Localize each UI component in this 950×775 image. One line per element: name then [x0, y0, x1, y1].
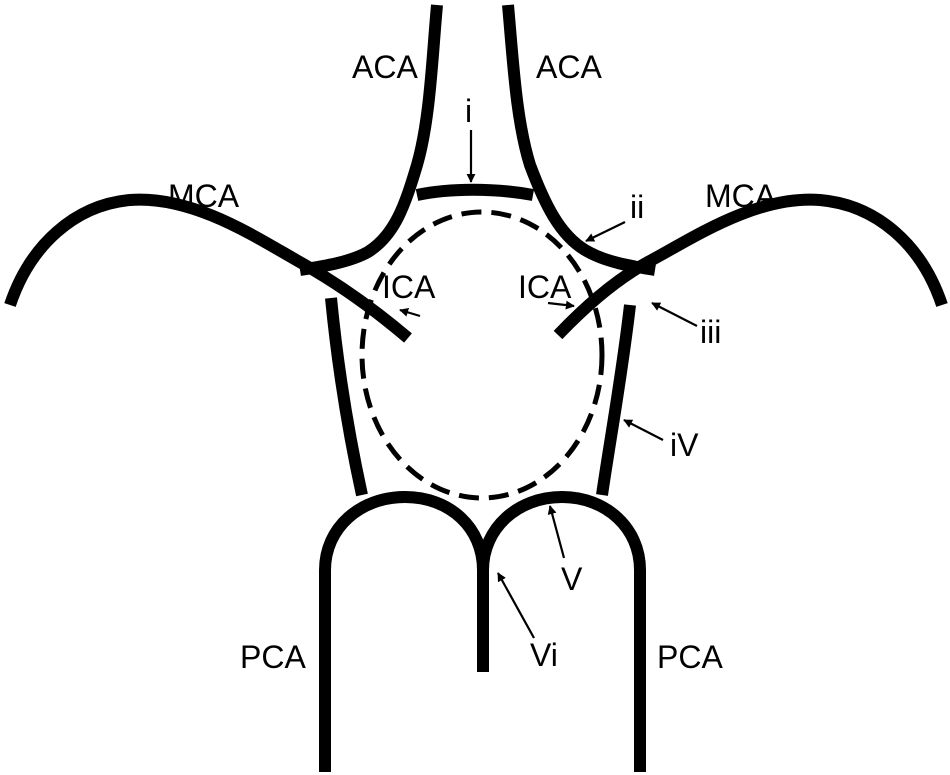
label-aca-right: ACA	[536, 49, 602, 85]
dashed-circle-outline	[359, 209, 605, 501]
label-vi: Vi	[530, 637, 558, 673]
right-pca-arch	[477, 491, 646, 772]
label-mca-left: MCA	[168, 178, 240, 214]
left-pca-arch	[319, 491, 489, 772]
left-aca-vessel	[299, 4, 443, 276]
right-posterior-communicating-artery	[596, 304, 636, 496]
label-iii: iii	[700, 314, 721, 350]
label-ica-left: ICA	[382, 269, 436, 305]
arrow-ii	[585, 221, 626, 242]
arrow-v	[547, 505, 566, 559]
label-pca-left: PCA	[240, 639, 306, 675]
arrow-ica-left	[399, 308, 421, 318]
label-mca-right: MCA	[705, 178, 777, 214]
arrow-iv	[623, 419, 664, 441]
arrow-ica-right	[547, 300, 575, 310]
arrow-iii	[651, 302, 698, 327]
label-iv: iV	[670, 427, 699, 463]
label-ica-right: ICA	[518, 269, 572, 305]
arrow-vi	[497, 572, 535, 639]
anterior-communicating-artery	[415, 183, 535, 201]
label-i: i	[465, 93, 472, 129]
label-v: V	[561, 561, 583, 597]
right-mca-vessel	[553, 193, 948, 340]
label-ii: ii	[630, 189, 644, 225]
left-posterior-communicating-artery	[325, 297, 368, 497]
right-aca-vessel	[502, 4, 656, 276]
label-pca-right: PCA	[657, 639, 723, 675]
label-aca-left: ACA	[352, 49, 418, 85]
left-mca-vessel	[4, 193, 412, 343]
